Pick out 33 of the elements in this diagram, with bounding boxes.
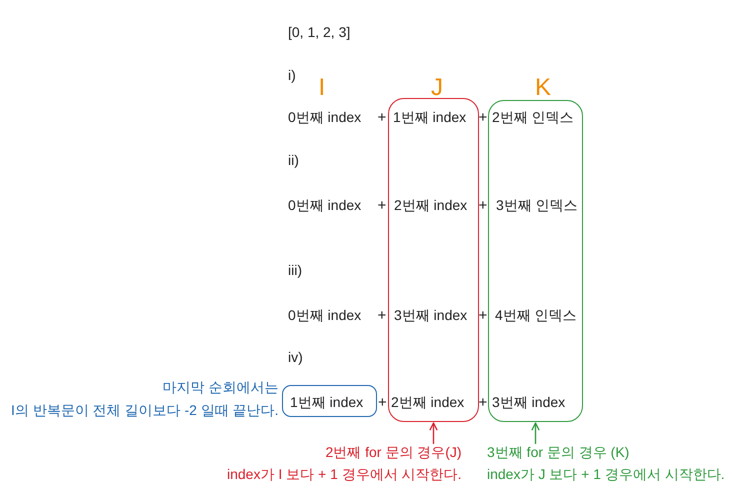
plus-sign: +	[378, 196, 386, 214]
plus-sign: +	[478, 108, 488, 126]
term-text: 0번째 index	[288, 306, 362, 324]
plus-sign: +	[378, 108, 386, 126]
term-text: 2번째 index	[394, 196, 468, 214]
term-text: 1번째 index	[393, 108, 466, 126]
array-literal: [0, 1, 2, 3]	[288, 23, 350, 41]
plus-sign: +	[378, 392, 387, 412]
column-heading: K	[535, 73, 552, 103]
term-text: 2번째 인덱스	[492, 108, 574, 126]
annotation-text: 2번째 for 문의 경우(J) index가 I 보다 + 1 경우에서 시작한다.	[227, 441, 462, 485]
term-text: 3번째 index	[492, 393, 566, 411]
column-heading: J	[431, 73, 443, 103]
step-label: iii)	[288, 261, 302, 279]
plus-sign: +	[478, 306, 488, 324]
term-text: 0번째 index	[288, 108, 362, 126]
step-label: i)	[288, 66, 296, 84]
term-text: 3번째 index	[394, 306, 468, 324]
step-label: ii)	[288, 151, 299, 169]
term-text: 0번째 index	[288, 196, 362, 214]
annotation-text: 3번째 for 문의 경우 (K) index가 J 보다 + 1 경우에서 시작한다.	[487, 441, 725, 485]
step-label: iv)	[288, 348, 303, 366]
arrow	[429, 422, 438, 444]
term-text: 1번째 index	[290, 393, 364, 411]
column-heading: I	[318, 73, 326, 103]
plus-sign: +	[378, 306, 386, 324]
plus-sign: +	[478, 392, 488, 412]
plus-sign: +	[478, 196, 488, 214]
term-text: 4번째 인덱스	[495, 306, 577, 324]
arrow	[531, 422, 540, 444]
term-text: 2번째 index	[391, 393, 464, 411]
note-text: 마지막 순회에서는 I의 반복문이 전체 길이보다 -2 일때 끝난다.	[11, 378, 279, 420]
term-text: 3번째 인덱스	[496, 196, 578, 214]
